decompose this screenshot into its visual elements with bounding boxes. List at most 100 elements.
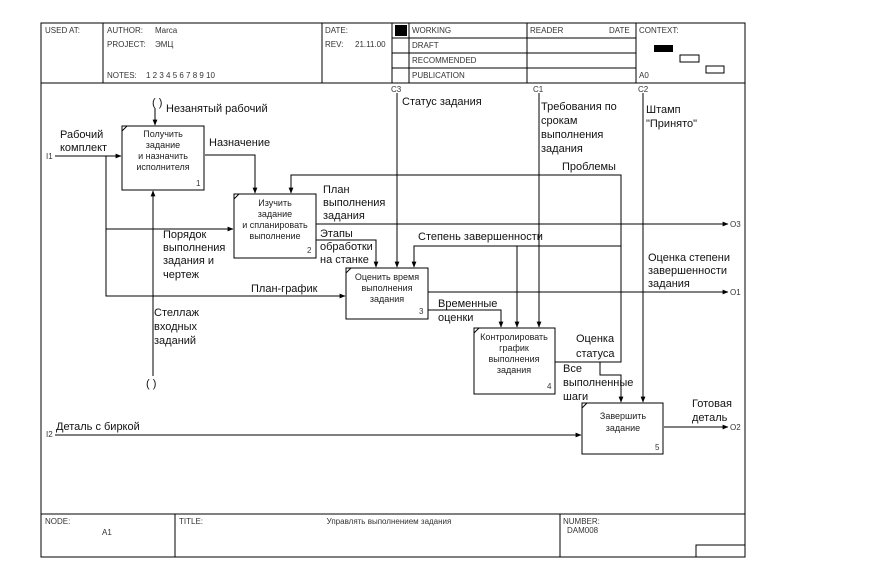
arrow-assignment — [205, 154, 258, 194]
box-4-line-2: график — [499, 343, 529, 353]
box-1-line-1: Получить — [143, 129, 183, 139]
box-1-line-2: задание — [146, 140, 180, 150]
box-5-number: 5 — [655, 443, 660, 452]
used-at-label: USED AT: — [45, 26, 80, 35]
label-completion-assessment-3: задания — [648, 278, 690, 290]
reader-date-label: DATE — [609, 26, 630, 35]
label-completion-assessment-1: Оценка степени — [648, 252, 730, 264]
box-1-number: 1 — [196, 179, 201, 188]
code-c1: C1 — [533, 85, 544, 94]
project-value: ЭМЦ — [155, 40, 173, 49]
label-status-assessment-1: Оценка — [576, 333, 615, 345]
label-plan-3: задания — [323, 210, 365, 222]
label-machining-2: обработки — [320, 241, 373, 253]
label-all-steps-3: шаги — [563, 391, 588, 403]
notes-value: 1 2 3 4 5 6 7 8 9 10 — [146, 71, 215, 80]
code-c2: C2 — [638, 85, 649, 94]
working-status-marker — [395, 25, 407, 36]
code-i2: I2 — [46, 430, 53, 439]
code-i1: I1 — [46, 152, 53, 161]
arrow-work-kit-to-box3 — [105, 156, 346, 299]
code-o2: O2 — [730, 423, 741, 432]
notes-label: NOTES: — [107, 71, 137, 80]
box-1-line-4: исполнителя — [136, 162, 189, 172]
arrows — [55, 93, 729, 438]
code-c3: C3 — [391, 85, 402, 94]
box-2-line-4: выполнение — [249, 231, 300, 241]
arrow-machining — [316, 239, 379, 268]
label-plan-1: План — [323, 184, 350, 196]
box-5[interactable]: Завершить задание 5 — [581, 402, 664, 455]
tunnel-top: ( ) — [152, 97, 162, 109]
label-plan-2: выполнения — [323, 197, 385, 209]
label-problems: Проблемы — [562, 161, 616, 173]
date-label: DATE: — [325, 26, 348, 35]
box-5-line-1: Завершить — [600, 411, 647, 421]
status-publication: PUBLICATION — [412, 71, 465, 80]
status-recommended: RECOMMENDED — [412, 56, 477, 65]
box-4-number: 4 — [547, 382, 552, 391]
box-4-line-4: задания — [497, 365, 531, 375]
label-all-steps-2: выполненные — [563, 377, 633, 389]
label-task-status: Статус задания — [402, 96, 482, 108]
label-stamp-1: Штамп — [646, 104, 681, 116]
label-assignment: Назначение — [209, 137, 270, 149]
label-work-kit-2: комплект — [60, 142, 107, 154]
number-label: NUMBER: — [563, 517, 600, 526]
box-4[interactable]: Контролировать график выполнения задания… — [473, 327, 556, 395]
box-1[interactable]: Получить задание и назначить исполнителя… — [121, 125, 205, 191]
label-status-assessment-2: статуса — [576, 348, 615, 360]
context-box-3 — [705, 65, 725, 74]
label-machining-3: на станке — [320, 254, 369, 266]
label-schedule: План-график — [251, 283, 318, 295]
label-rack-3: заданий — [154, 335, 196, 347]
label-deadline-2: срокам — [541, 115, 577, 127]
context-box-active — [654, 45, 673, 52]
label-finished-part-2: деталь — [692, 412, 728, 424]
label-order-4: чертеж — [163, 269, 200, 281]
box-2-number: 2 — [307, 246, 312, 255]
frame-border — [40, 22, 746, 558]
arrow-status-assessment — [555, 175, 622, 363]
box-4-line-1: Контролировать — [480, 332, 548, 342]
box-3[interactable]: Оценить время выполнения задания 3 — [345, 267, 429, 320]
number-value: DAM008 — [567, 526, 599, 535]
box-2-line-2: задание — [258, 209, 292, 219]
label-time-estimates-2: оценки — [438, 312, 473, 324]
footer: NODE: A1 TITLE: Управлять выполнением за… — [41, 513, 746, 558]
box-3-number: 3 — [419, 307, 424, 316]
arrow-all-steps — [599, 362, 624, 403]
header: USED AT: AUTHOR: Marca PROJECT: ЭМЦ NOTE… — [41, 23, 745, 84]
label-part-tag: Деталь с биркой — [56, 421, 140, 433]
label-deadline-4: задания — [541, 143, 583, 155]
label-order-3: задания и — [163, 255, 214, 267]
label-stamp-2: "Принято" — [646, 118, 697, 130]
label-deadline-1: Требования по — [541, 101, 617, 113]
author-value: Marca — [155, 26, 178, 35]
label-rack-2: входных — [154, 321, 197, 333]
status-draft: DRAFT — [412, 41, 439, 50]
rev-label: REV: — [325, 40, 343, 49]
tunnel-bottom: ( ) — [146, 378, 156, 390]
rev-value: 21.11.00 — [355, 40, 386, 49]
label-completion-assessment-2: завершенности — [648, 265, 727, 277]
project-label: PROJECT: — [107, 40, 146, 49]
box-3-line-3: задания — [370, 294, 404, 304]
arrow-time-estimates — [428, 309, 504, 328]
box-4-line-3: выполнения — [488, 354, 539, 364]
status-working: WORKING — [412, 26, 451, 35]
label-idle-worker: Незанятый рабочий — [166, 103, 268, 115]
box-3-line-2: выполнения — [361, 283, 412, 293]
box-2[interactable]: Изучить задание и спланировать выполнени… — [233, 193, 317, 259]
node-label: NODE: — [45, 517, 70, 526]
context-node: A0 — [639, 71, 649, 80]
title-label: TITLE: — [179, 517, 203, 526]
box-3-line-1: Оценить время — [355, 272, 419, 282]
label-all-steps-1: Все — [563, 363, 582, 375]
label-order-1: Порядок — [163, 229, 207, 241]
label-work-kit-1: Рабочий — [60, 129, 103, 141]
context-label: CONTEXT: — [639, 26, 679, 35]
box-2-line-1: Изучить — [258, 198, 292, 208]
box-5-line-2: задание — [606, 423, 640, 433]
